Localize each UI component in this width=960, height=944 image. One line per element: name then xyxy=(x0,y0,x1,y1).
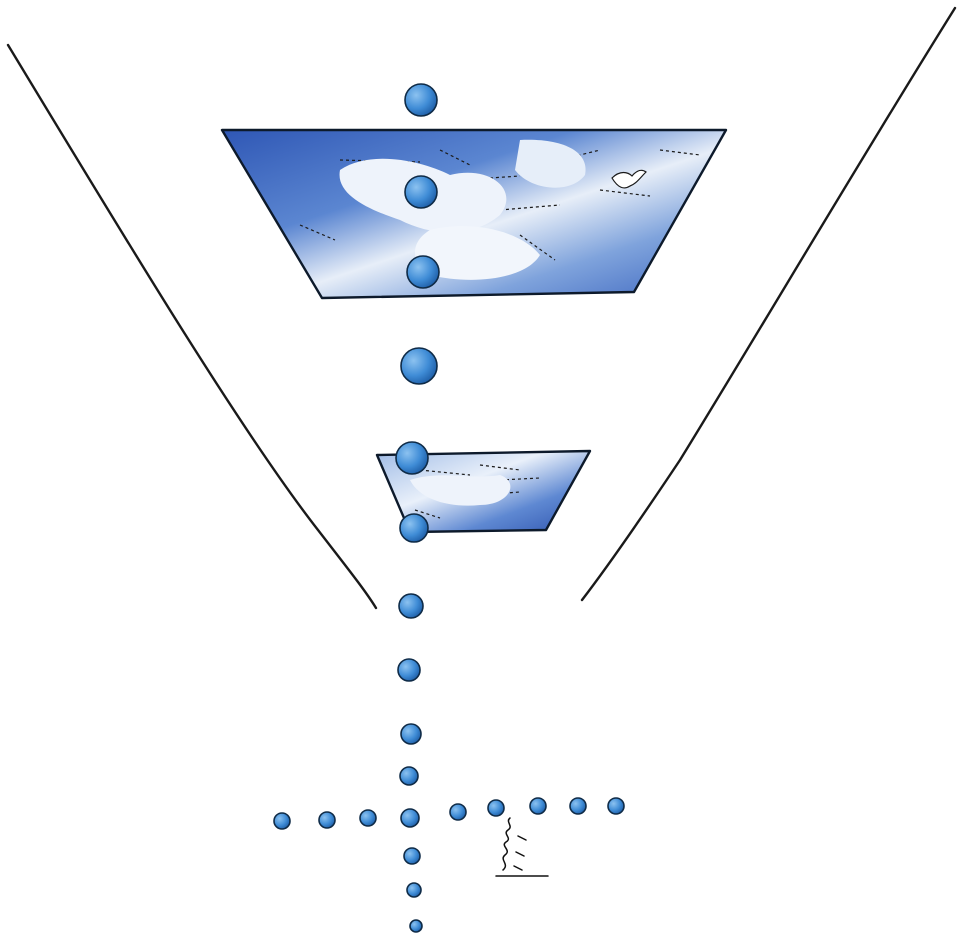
dot-row xyxy=(273,797,625,830)
dot xyxy=(273,812,291,830)
dot xyxy=(398,593,424,619)
dot xyxy=(406,255,440,289)
dot xyxy=(406,882,422,898)
dot xyxy=(569,797,587,815)
dot xyxy=(399,766,419,786)
right-converging-line xyxy=(580,6,957,602)
dot xyxy=(400,347,438,385)
lower-sky-window xyxy=(375,449,592,534)
upper-sky-window xyxy=(220,128,728,300)
dot xyxy=(397,658,421,682)
left-converging-line xyxy=(6,43,378,610)
dot xyxy=(400,808,420,828)
dot xyxy=(403,847,421,865)
dot xyxy=(487,799,505,817)
dot xyxy=(399,513,429,543)
dot xyxy=(607,797,625,815)
dot xyxy=(404,83,438,117)
bird-icon xyxy=(611,169,647,189)
dot xyxy=(529,797,547,815)
dot xyxy=(449,803,467,821)
dot xyxy=(409,919,423,933)
dot xyxy=(395,441,429,475)
dot xyxy=(318,811,336,829)
dot xyxy=(404,175,438,209)
dot xyxy=(359,809,377,827)
small-figure xyxy=(495,817,549,877)
dot xyxy=(400,723,422,745)
dot-column xyxy=(395,83,440,933)
